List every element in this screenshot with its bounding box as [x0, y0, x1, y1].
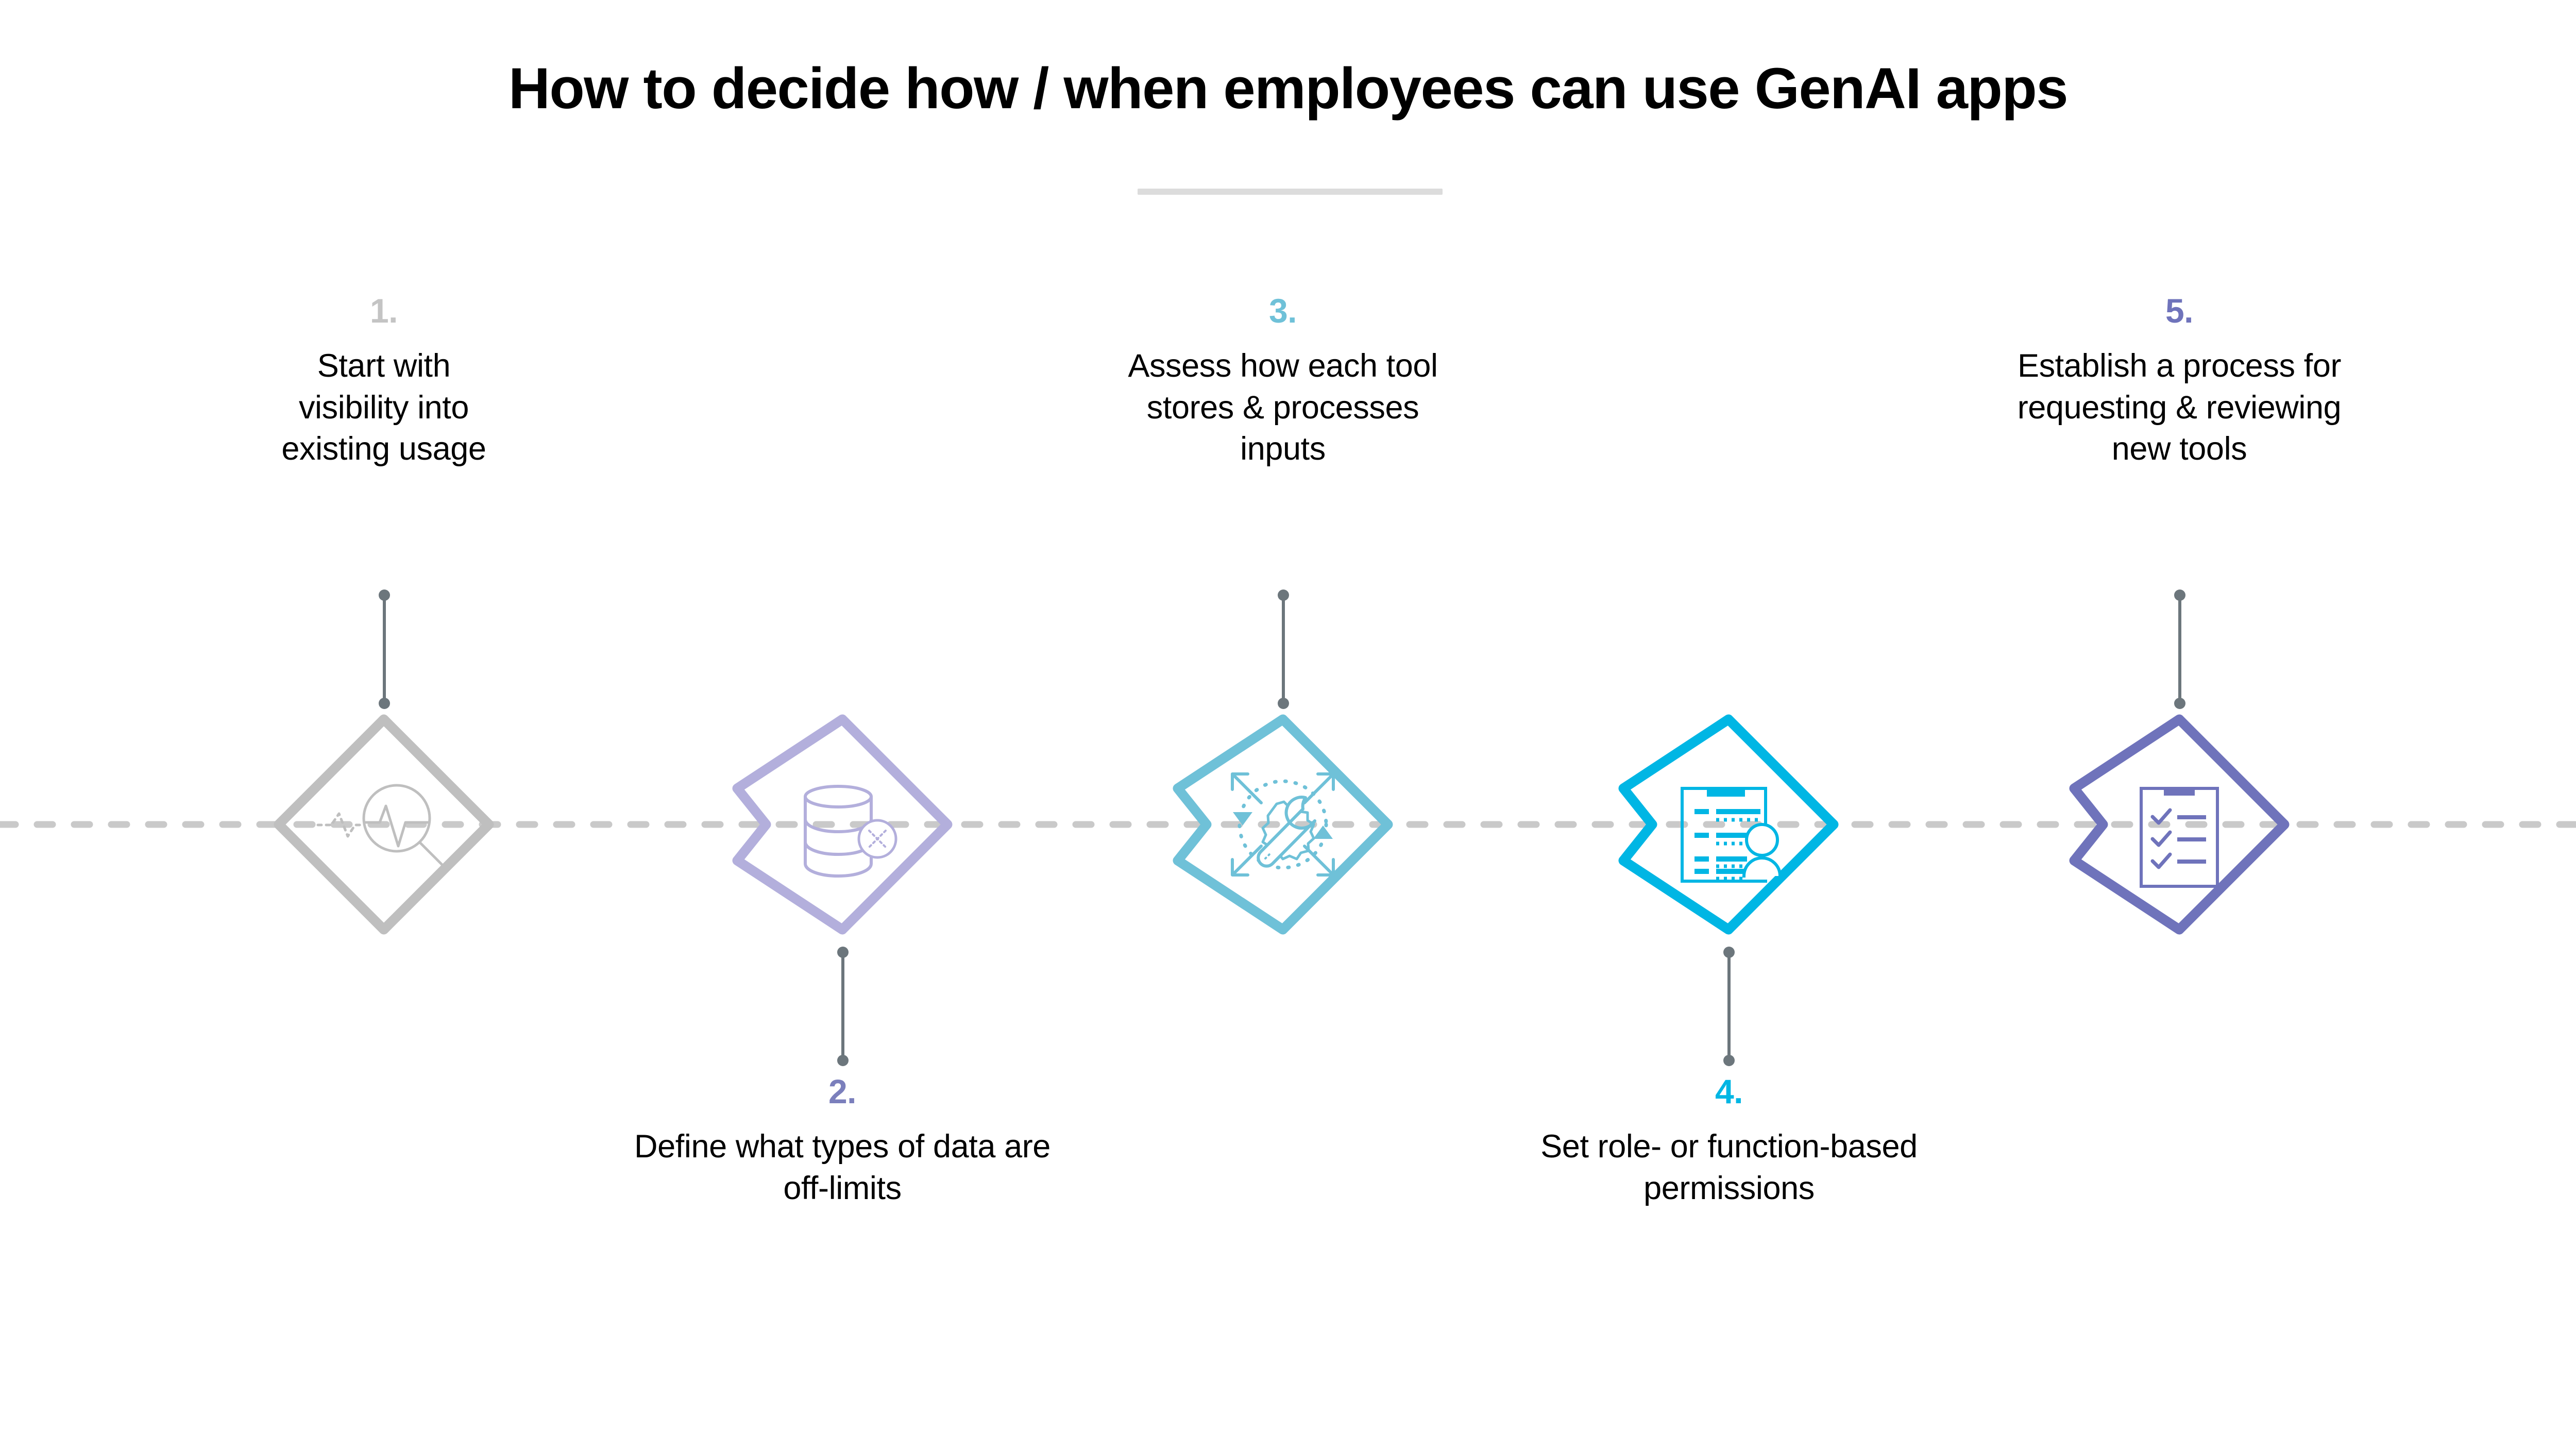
diamond-outline-4: [1618, 714, 1839, 935]
caption-step-4: 4. Set role- or function-based permissio…: [1343, 1074, 2115, 1209]
checklist-clipboard-icon: [2140, 787, 2219, 888]
step-text-4: Set role- or function-based permissions: [1540, 1128, 1918, 1206]
caption-step-3: 3. Assess how each tool stores & process…: [999, 294, 1566, 470]
permissions-user-icon: [1681, 787, 1782, 883]
step-number-5: 5.: [2165, 292, 2194, 330]
diamond-outline-5: [2069, 714, 2290, 935]
connector-step-1: [379, 589, 390, 709]
step-text-1: Start with visibility into existing usag…: [281, 348, 486, 467]
step-node-5[interactable]: [2066, 711, 2293, 938]
connector-step-3: [1278, 589, 1289, 709]
step-node-1[interactable]: [270, 711, 497, 938]
diamond-outline-2: [732, 714, 953, 935]
caption-step-1: 1. Start with visibility into existing u…: [204, 294, 564, 470]
step-text-5: Establish a process for requesting & rev…: [2017, 348, 2342, 467]
connector-step-5: [2174, 589, 2185, 709]
caption-step-5: 5. Establish a process for requesting & …: [1870, 294, 2488, 470]
step-number-2: 2.: [828, 1072, 857, 1110]
step-text-2: Define what types of data are off-limits: [634, 1128, 1050, 1206]
diamond-outline-1: [274, 714, 494, 935]
wrench-gear-scope-icon: [1231, 772, 1335, 877]
step-number-4: 4.: [1715, 1072, 1743, 1110]
step-node-2[interactable]: [729, 711, 956, 938]
database-blocked-icon: [804, 785, 897, 878]
magnifier-pulse-icon: [316, 784, 445, 868]
step-node-3[interactable]: [1170, 711, 1396, 938]
step-node-4[interactable]: [1615, 711, 1842, 938]
step-number-1: 1.: [369, 292, 398, 330]
step-text-3: Assess how each tool stores & processes …: [1128, 348, 1438, 467]
connector-step-2: [837, 947, 849, 1066]
diamond-outline-3: [1173, 714, 1393, 935]
title-divider: [1138, 189, 1443, 195]
caption-step-2: 2. Define what types of data are off-lim…: [456, 1074, 1229, 1209]
page-title: How to decide how / when employees can u…: [508, 56, 2069, 121]
connector-step-4: [1723, 947, 1735, 1066]
step-number-3: 3.: [1268, 292, 1297, 330]
